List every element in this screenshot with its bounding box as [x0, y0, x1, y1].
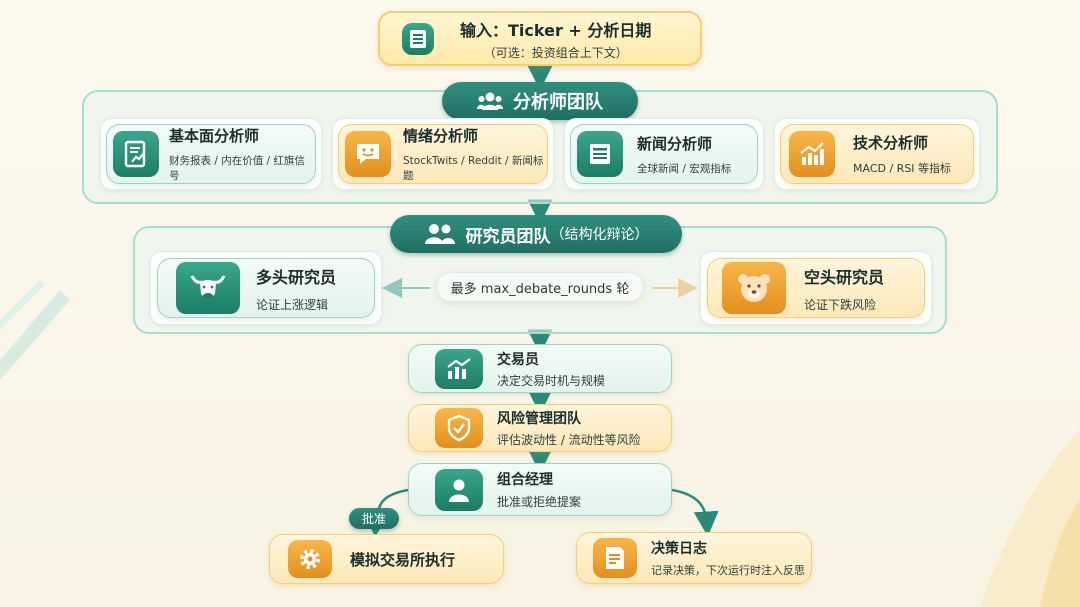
analyst-desc: StockTwits / Reddit / 新闻标题	[403, 155, 544, 182]
trader-name: 交易员	[497, 351, 539, 368]
analyst-team-pill: 分析师团队	[442, 82, 638, 120]
decision-log-desc: 记录决策，下次运行时注入反思	[651, 564, 805, 577]
team-icon	[424, 224, 455, 244]
decision-log-name: 决策日志	[651, 541, 707, 557]
analyst-box-technical: 技术分析师 MACD / RSI 等指标	[780, 124, 974, 184]
portfolio-desc: 批准或拒绝提案	[497, 495, 582, 509]
execution-box: 模拟交易所执行	[269, 534, 504, 584]
shield-check-icon	[435, 408, 483, 448]
bull-desc: 论证上涨逻辑	[256, 297, 329, 312]
bull-researcher-box: 多头研究员 论证上涨逻辑	[157, 258, 375, 318]
execution-name: 模拟交易所执行	[350, 550, 456, 569]
decision-log-box: 决策日志 记录决策，下次运行时注入反思	[576, 532, 812, 584]
approve-label: 批准	[361, 512, 386, 526]
newspaper-icon	[577, 131, 623, 177]
debate-rounds-label-box: 最多 max_debate_rounds 轮	[436, 272, 644, 302]
portfolio-name: 组合经理	[497, 472, 553, 488]
analyst-box-fundamental: 基本面分析师 财务报表 / 内在价值 / 红旗信号	[106, 124, 316, 184]
document-log-icon	[593, 538, 637, 578]
analyst-box-news: 新闻分析师 全球新闻 / 宏观指标	[570, 124, 758, 184]
analyst-name: 技术分析师	[853, 134, 929, 152]
team-icon	[477, 92, 503, 110]
research-team-suffix: （结构化辩论）	[550, 227, 649, 243]
research-team-pill: 研究员团队 （结构化辩论）	[390, 215, 682, 253]
input-box: 输入：Ticker + 分析日期 （可选：投资组合上下文）	[378, 11, 702, 66]
bull-name: 多头研究员	[256, 267, 337, 287]
analyst-box-sentiment: 情绪分析师 StockTwits / Reddit / 新闻标题	[338, 124, 548, 184]
bull-icon	[176, 262, 240, 314]
risk-name: 风险管理团队	[497, 411, 581, 427]
analyst-desc: 全球新闻 / 宏观指标	[637, 162, 732, 175]
risk-desc: 评估波动性 / 流动性等风险	[497, 433, 641, 447]
risk-management-box: 风险管理团队 评估波动性 / 流动性等风险	[408, 404, 672, 452]
chart-trend-icon	[789, 131, 835, 177]
bear-desc: 论证下跌风险	[804, 297, 877, 312]
gear-icon	[288, 540, 332, 578]
analyst-name: 情绪分析师	[403, 127, 479, 145]
bear-researcher-box: 空头研究员 论证下跌风险	[707, 258, 925, 318]
analyst-team-title: 分析师团队	[513, 92, 603, 113]
approve-badge: 批准	[349, 508, 399, 529]
bear-icon	[722, 262, 786, 314]
bear-name: 空头研究员	[804, 267, 885, 287]
smile-chat-icon	[345, 131, 391, 177]
trader-desc: 决定交易时机与规模	[497, 373, 606, 388]
analyst-name: 基本面分析师	[169, 127, 260, 145]
analyst-name: 新闻分析师	[637, 134, 713, 153]
document-chart-icon	[113, 131, 159, 177]
portfolio-manager-box: 组合经理 批准或拒绝提案	[408, 463, 672, 516]
debate-rounds-label: 最多 max_debate_rounds 轮	[450, 281, 630, 297]
document-list-icon	[402, 22, 434, 55]
input-title: 输入：Ticker + 分析日期	[460, 20, 652, 40]
analyst-desc: 财务报表 / 内在价值 / 红旗信号	[169, 155, 305, 182]
bar-chart-up-icon	[435, 348, 483, 389]
trader-box: 交易员 决定交易时机与规模	[408, 344, 672, 393]
research-team-title: 研究员团队	[465, 226, 551, 247]
input-subtitle: （可选：投资组合上下文）	[483, 45, 628, 60]
analyst-desc: MACD / RSI 等指标	[853, 162, 952, 175]
person-icon	[435, 468, 483, 511]
